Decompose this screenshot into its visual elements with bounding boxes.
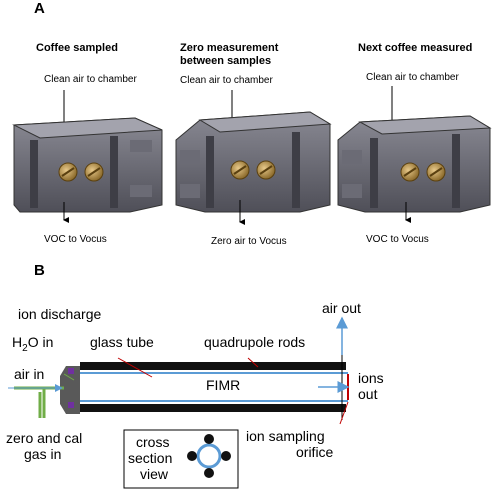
column-3-bottom-label: VOC to Vocus (366, 234, 429, 245)
column-3-title: Next coffee measured (358, 42, 473, 54)
column-1-top-label: Clean air to chamber (44, 74, 137, 85)
ion-discharge-marker (68, 368, 74, 374)
column-1-title: Coffee sampled (36, 42, 118, 54)
cross-section-label-3: view (140, 466, 169, 482)
quadrupole-rods-label: quadrupole rods (204, 334, 306, 350)
cross-section-label-1: cross (136, 434, 170, 450)
valve-block-3 (337, 86, 492, 223)
cross-section-label-2: section (128, 450, 173, 466)
upper-quadrupole-rod (80, 362, 346, 370)
column-3-top-label: Clean air to chamber (366, 72, 459, 83)
panel-a-letter: A (34, 0, 45, 17)
ions-out-label-1: ions (358, 370, 384, 386)
air-in-label: air in (14, 366, 45, 382)
valve-block-1 (12, 90, 163, 223)
inlet-block (60, 366, 80, 414)
zero-cal-label-1: zero and cal (6, 430, 83, 446)
cross-section-tube (196, 443, 222, 469)
ion-sampling-label-1: ion sampling (246, 428, 325, 444)
zero-cal-label-2: gas in (24, 446, 62, 462)
fimr-schematic (8, 316, 350, 489)
ion-sampling-label-2: orifice (296, 444, 334, 460)
air-out-label: air out (322, 300, 361, 316)
cross-section-box (123, 429, 239, 489)
column-2-top-label: Clean air to chamber (180, 75, 273, 86)
lower-quadrupole-rod (80, 404, 346, 412)
valve-block-2 (175, 90, 332, 225)
column-2-subtitle: between samples (180, 55, 272, 67)
ion-discharge-label: ion discharge (18, 306, 102, 322)
fimr-label: FIMR (206, 377, 241, 393)
h2o-in-label: H2O in (12, 334, 54, 354)
ions-out-label-2: out (358, 386, 378, 402)
column-2-bottom-label: Zero air to Vocus (211, 236, 287, 247)
column-1-bottom-label: VOC to Vocus (44, 234, 107, 245)
panel-b-letter: B (34, 262, 45, 279)
column-2-title: Zero measurement (180, 42, 279, 54)
glass-tube-label: glass tube (90, 334, 154, 350)
